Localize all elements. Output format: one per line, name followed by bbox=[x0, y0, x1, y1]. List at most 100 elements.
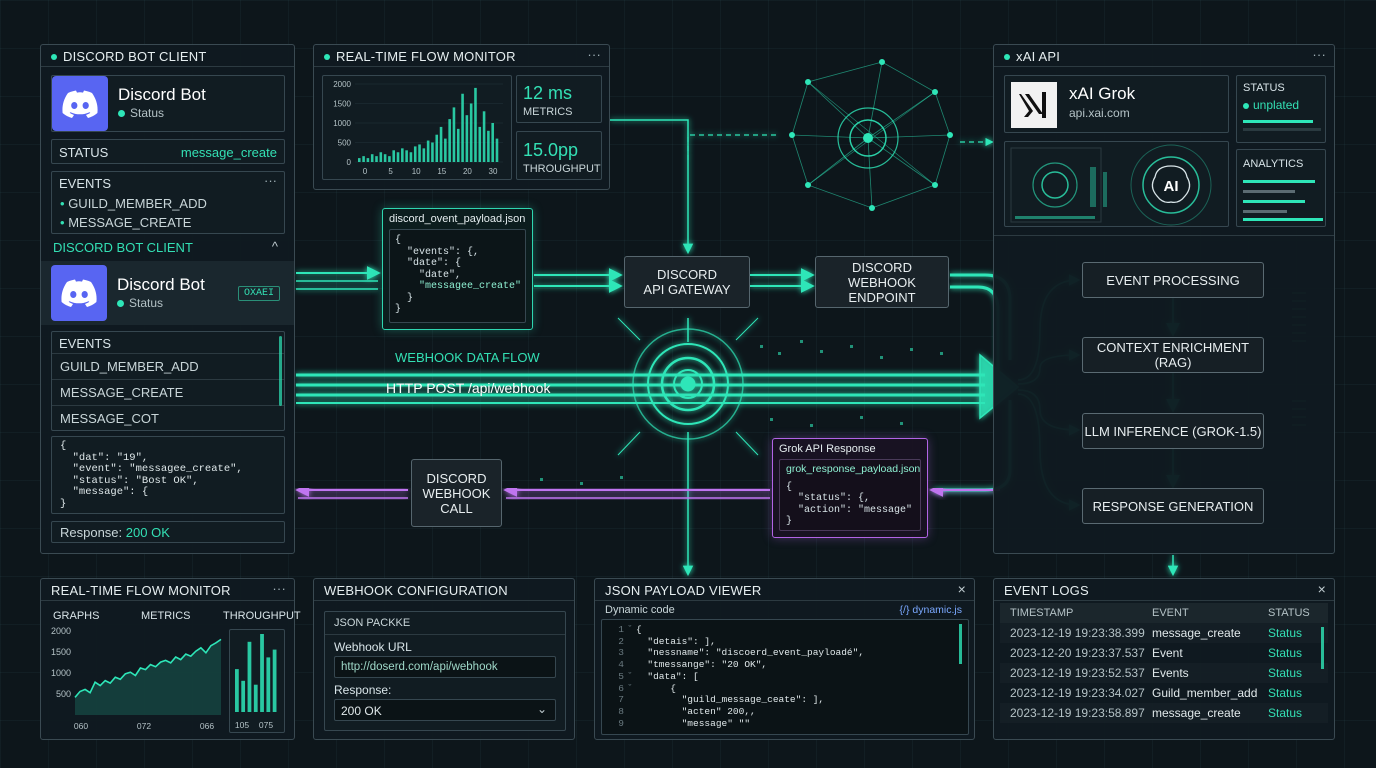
config-tab[interactable]: JSON PACKKE bbox=[334, 617, 411, 629]
y-tick-label: 500 bbox=[338, 139, 352, 148]
metric-throughput-value: 15.0pp bbox=[523, 140, 579, 160]
analytics-bar bbox=[1243, 218, 1323, 221]
header-event: EVENT bbox=[1152, 607, 1189, 619]
payload-json-card[interactable]: discord_ovent_payload.json { "events": {… bbox=[382, 208, 533, 330]
x-tick-label: 072 bbox=[137, 721, 151, 731]
y-tick-label: 1500 bbox=[51, 647, 71, 657]
chart-bar bbox=[448, 119, 451, 162]
code-line: "guild_message_ceate": ], bbox=[636, 694, 825, 706]
event-row[interactable]: MESSAGE_CREATE bbox=[60, 385, 184, 400]
y-tick-label: 1000 bbox=[51, 668, 71, 678]
metric-latency-label: METRICS bbox=[523, 106, 573, 118]
response-value: 200 OK bbox=[125, 525, 170, 540]
pipeline-step-llm-inference[interactable]: LLM INFERENCE (GROK-1.5) bbox=[1082, 413, 1264, 449]
throughput-bar bbox=[272, 649, 277, 712]
status-value: unplated bbox=[1243, 98, 1299, 112]
discord-api-gateway-node[interactable]: DISCORD API GATEWAY bbox=[624, 256, 750, 308]
panel-menu-icon[interactable]: ··· bbox=[1312, 47, 1326, 62]
status-dot-icon bbox=[1004, 53, 1010, 60]
code-lines: { "detais": ], "nessname": "discoerd_eve… bbox=[636, 624, 864, 729]
response-row: Response: 200 OK bbox=[51, 521, 285, 543]
code-line: "date", bbox=[395, 269, 462, 281]
code-line: "tmessange": "20 OK", bbox=[636, 659, 768, 671]
chart-bar bbox=[405, 150, 408, 162]
json-viewer-panel: JSON PAYLOAD VIEWER × Dynamic code {/} d… bbox=[594, 578, 975, 740]
chart-bar bbox=[422, 148, 426, 162]
url-input[interactable]: http://doserd.com/api/webhook bbox=[334, 656, 556, 678]
response-text: Response: 200 OK bbox=[60, 525, 170, 540]
payload-filename: discord_ovent_payload.json bbox=[389, 213, 526, 225]
throughput-bar bbox=[260, 634, 264, 712]
xai-name: xAI Grok bbox=[1069, 84, 1136, 103]
y-tick-label: 0 bbox=[347, 158, 352, 167]
webhook-hub bbox=[632, 328, 744, 440]
scrollbar[interactable] bbox=[1321, 627, 1324, 669]
chart-bar bbox=[362, 156, 365, 162]
discord-webhook-call-node[interactable]: DISCORD WEBHOOK CALL bbox=[411, 459, 502, 527]
status-dot-icon bbox=[324, 53, 330, 60]
scrollbar[interactable] bbox=[279, 336, 282, 406]
cell-status: Status bbox=[1268, 666, 1303, 680]
metric-latency-value: 12 ms bbox=[523, 83, 573, 103]
bot-card[interactable]: Discord Bot Status bbox=[51, 75, 285, 132]
code-line: { bbox=[395, 235, 402, 246]
code-line: { bbox=[786, 481, 793, 493]
line-number: 4 bbox=[618, 659, 624, 671]
chart-bar bbox=[444, 138, 447, 162]
logs-table: TIMESTAMP EVENT STATUS 2023-12-19 19:23:… bbox=[1000, 603, 1328, 733]
step-label: LLM INFERENCE (GROK-1.5) bbox=[1084, 423, 1262, 439]
bot-status: Status bbox=[118, 106, 164, 120]
xai-card[interactable]: xAI Grok api.xai.com bbox=[1004, 75, 1229, 133]
chart-bar bbox=[370, 154, 374, 162]
x-tick-label: 5 bbox=[388, 167, 393, 176]
chart-bar bbox=[431, 142, 434, 162]
cell-status: Status bbox=[1268, 626, 1303, 640]
chart-bar bbox=[465, 115, 469, 162]
discord-webhook-endpoint-node[interactable]: DISCORD WEBHOOK ENDPOINT bbox=[815, 256, 949, 308]
node-label: DISCORD API GATEWAY bbox=[643, 267, 731, 297]
close-icon[interactable]: × bbox=[1317, 581, 1326, 597]
column-label-graphs: GRAPHS bbox=[53, 610, 100, 622]
event-row[interactable]: GUILD_MEMBER_ADD bbox=[60, 359, 199, 374]
panel-menu-icon[interactable]: ··· bbox=[272, 581, 286, 596]
metric-latency: 12 ms METRICS bbox=[516, 75, 602, 123]
pipeline-step-response-generation[interactable]: RESPONSE GENERATION bbox=[1082, 488, 1264, 524]
events-menu-icon[interactable]: ··· bbox=[264, 173, 277, 188]
line-number: 7 bbox=[618, 694, 624, 706]
code-line: "message" "" bbox=[636, 717, 751, 729]
viewer-file-tag[interactable]: {/} dynamic.js bbox=[899, 604, 962, 616]
x-tick-label: 066 bbox=[200, 721, 214, 731]
event-row[interactable]: MESSAGE_COT bbox=[60, 411, 159, 426]
bot-status-label: Status bbox=[130, 106, 165, 120]
cell-event: Events bbox=[1152, 666, 1189, 680]
x-tick-label: 105 bbox=[235, 720, 249, 730]
code-line: } bbox=[395, 304, 402, 315]
analytics-bar bbox=[1243, 190, 1295, 193]
status-row: STATUS message_create bbox=[51, 139, 285, 164]
panel-menu-icon[interactable]: ··· bbox=[587, 47, 601, 62]
close-icon[interactable]: × bbox=[957, 581, 966, 597]
panel-title: REAL-TIME FLOW MONITOR bbox=[51, 583, 231, 598]
xai-host: api.xai.com bbox=[1069, 106, 1130, 120]
bot-card-active[interactable]: Discord Bot Status OXAEI bbox=[41, 261, 294, 325]
cell-status: Status bbox=[1268, 686, 1303, 700]
discord-logo-icon bbox=[52, 76, 108, 131]
collapse-icon[interactable]: ^ bbox=[271, 239, 278, 254]
pipeline-step-context-enrichment[interactable]: CONTEXT ENRICHMENT (RAG) bbox=[1082, 337, 1264, 373]
response-select[interactable]: 200 OK ⌄ bbox=[334, 699, 556, 721]
cell-timestamp: 2023-12-20 19:23:37.537 bbox=[1010, 646, 1145, 660]
code-line: { bbox=[636, 624, 642, 635]
grok-response-card[interactable]: Grok API Response grok_response_payload.… bbox=[772, 438, 928, 538]
response-label: Response: bbox=[334, 683, 392, 697]
cell-event: Event bbox=[1152, 646, 1183, 660]
status-row-value: message_create bbox=[180, 145, 277, 160]
pipeline-step-event-processing[interactable]: EVENT PROCESSING bbox=[1082, 262, 1264, 298]
events-box: EVENTS ··· • GUILD_MEMBER_ADD • MESSAGE_… bbox=[51, 171, 285, 234]
chart-bar bbox=[474, 87, 477, 162]
scrollbar[interactable] bbox=[959, 624, 962, 664]
